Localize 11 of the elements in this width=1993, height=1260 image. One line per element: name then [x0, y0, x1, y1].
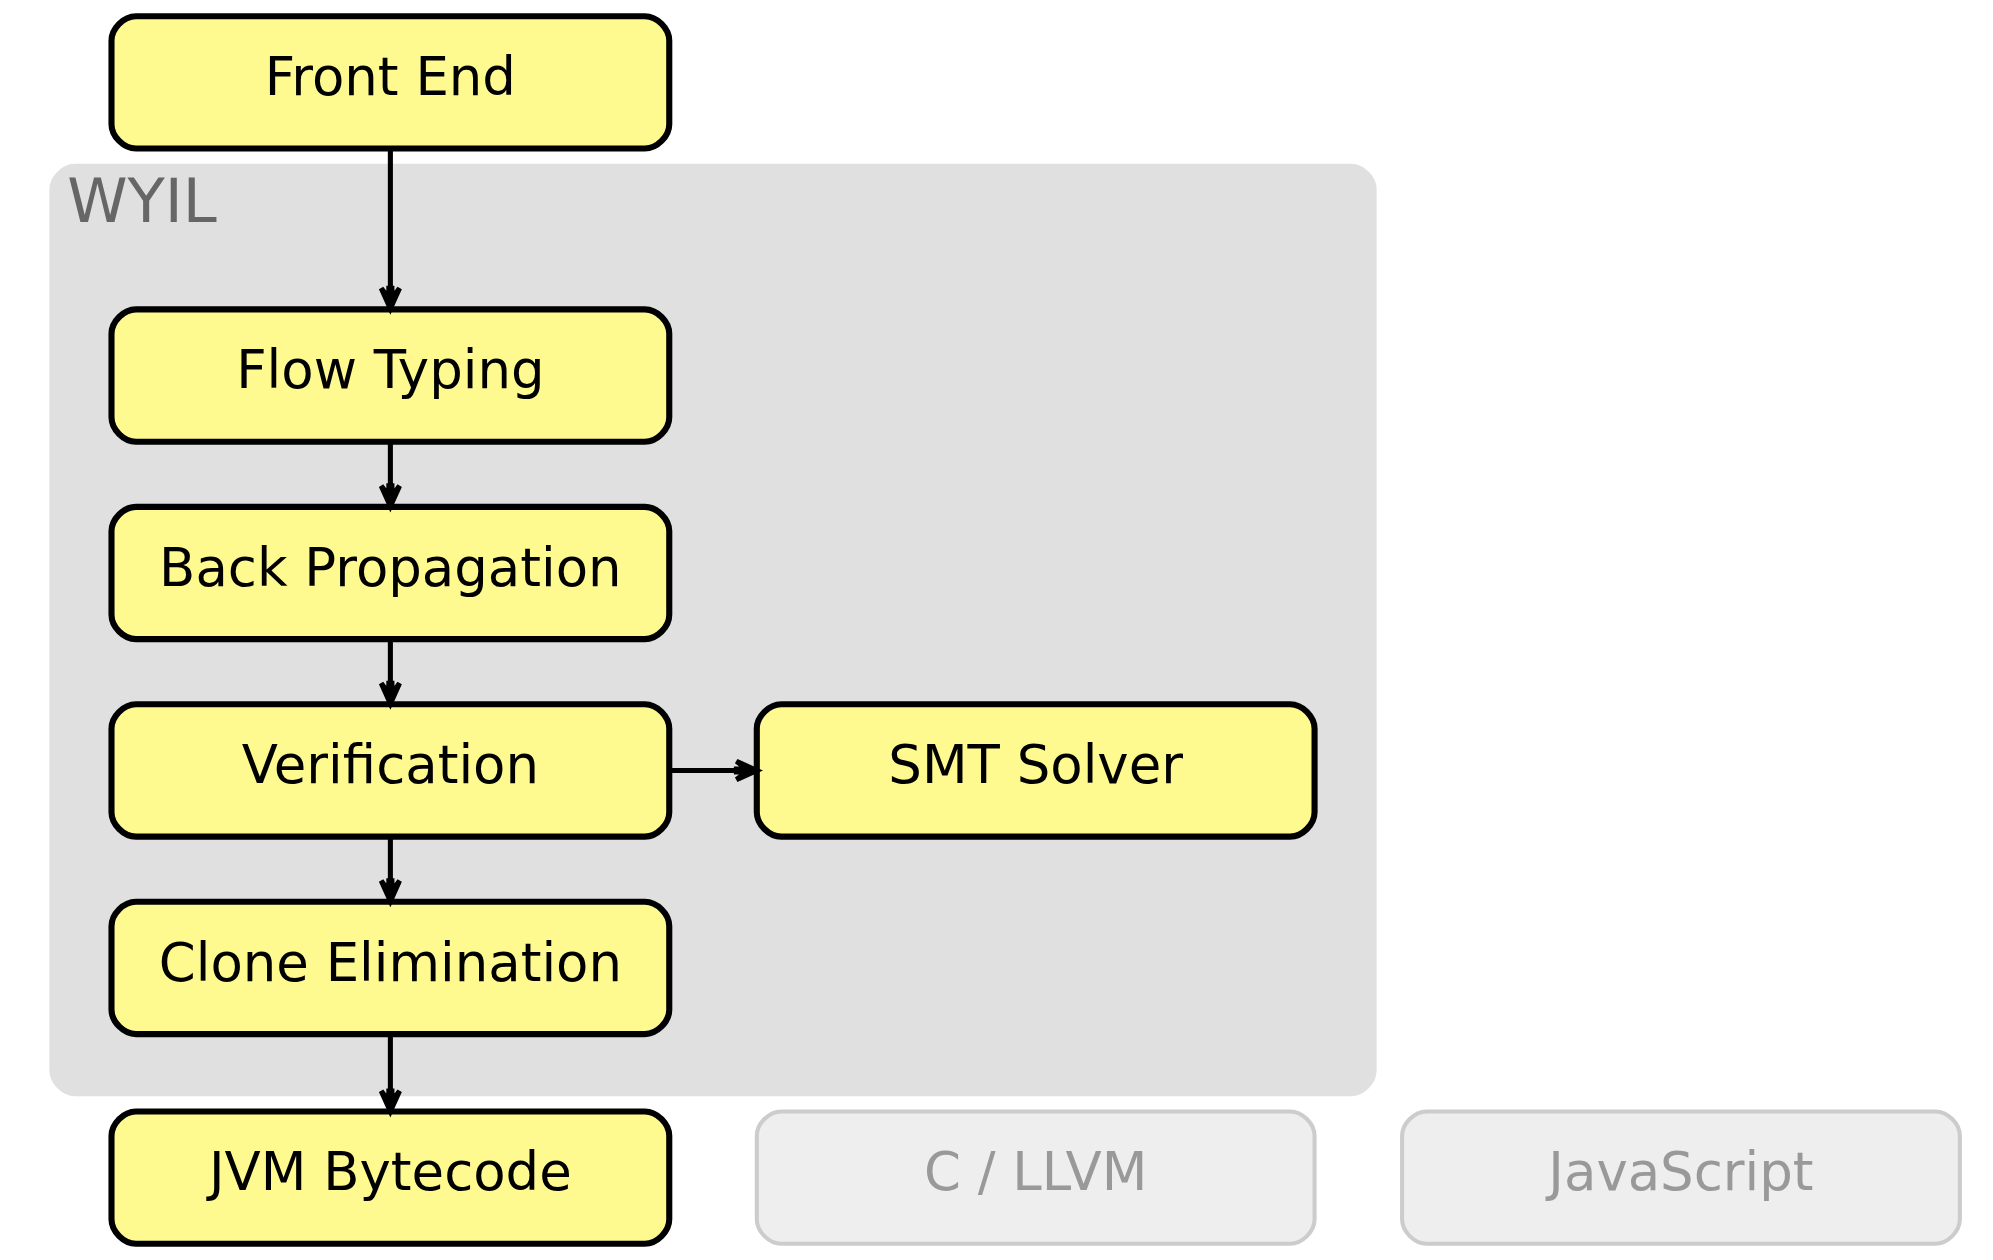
arrow	[378, 148, 402, 312]
node-box: JavaScript	[1399, 1109, 1962, 1246]
node-box: Front End	[107, 13, 672, 152]
arrow	[378, 639, 402, 707]
node-box: Flow Typing	[107, 306, 672, 445]
node-box: SMT Solver	[753, 701, 1318, 840]
node-box: JVM Bytecode	[107, 1108, 672, 1247]
node-box: Back Propagation	[107, 503, 672, 643]
node-box: Clone Elimination	[107, 898, 672, 1038]
node-box: C / LLVM	[754, 1109, 1317, 1246]
node-box: Verification	[107, 701, 672, 840]
